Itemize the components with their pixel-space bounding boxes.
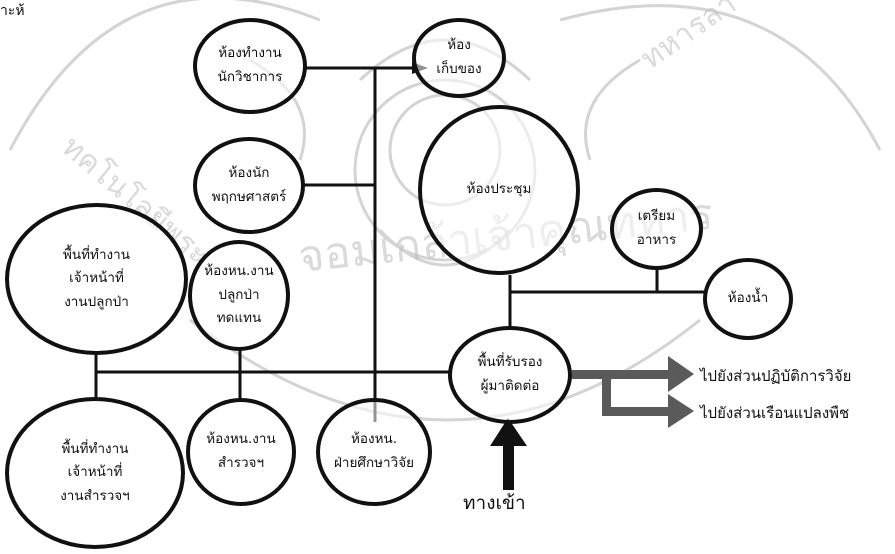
node-research-head: ห้องหน. ฝ่ายศึกษาวิจัย <box>316 398 432 506</box>
node-label: เตรียม อาหาร <box>636 208 677 248</box>
arrow-to-greenhouse-section <box>602 378 694 428</box>
top-left-text: าะห้ <box>0 3 25 19</box>
node-storage: ห้อง เก็บของ <box>412 18 506 98</box>
node-reception: พื้นที่รับรอง ผู้มาติดต่อ <box>448 326 572 424</box>
node-label: ห้องทำงาน นักวิชาการ <box>217 45 283 85</box>
label-to-research-section: ไปยังส่วนปฏิบัติการวิจัย <box>700 367 852 385</box>
arrow-to-research-section <box>572 356 694 392</box>
node-label: ห้องน้ำ <box>727 290 769 307</box>
node-restroom: ห้องน้ำ <box>703 258 793 340</box>
node-survey-head: ห้องหน.งาน สำรวจฯ <box>186 398 296 506</box>
node-food-prep: เตรียม อาหาร <box>610 188 703 270</box>
node-label: พื้นที่ทำงาน เจ้าหน้าที่ งานปลูกป่า <box>63 246 130 310</box>
node-reforest-staff: พื้นที่ทำงาน เจ้าหน้าที่ งานปลูกป่า <box>5 203 188 355</box>
arrow-entrance <box>490 418 527 490</box>
node-label: ห้องหน. ฝ่ายศึกษาวิจัย <box>333 431 415 471</box>
node-botanist-room: ห้องนัก พฤกษศาสตร์ <box>193 137 305 234</box>
node-reforest-head: ห้องหน.งาน ปลูกป่า ทดแทน <box>188 240 290 351</box>
node-researcher-office: ห้องทำงาน นักวิชาการ <box>193 18 307 114</box>
node-survey-staff: พื้นที่ทำงาน เจ้าหน้าที่ งานสำรวจฯ <box>5 397 185 549</box>
node-label: ห้อง เก็บของ <box>436 37 482 77</box>
node-label: ห้องหน.งาน ปลูกป่า ทดแทน <box>204 263 274 327</box>
node-label: ห้องประชุม <box>466 181 532 198</box>
node-meeting-room: ห้องประชุม <box>418 105 580 275</box>
node-label: พื้นที่ทำงาน เจ้าหน้าที่ งานสำรวจฯ <box>60 440 130 504</box>
node-label: พื้นที่รับรอง ผู้มาติดต่อ <box>477 354 543 394</box>
entrance-label: ทางเข้า <box>463 492 526 514</box>
node-label: ห้องหน.งาน สำรวจฯ <box>206 431 276 471</box>
node-label: ห้องนัก พฤกษศาสตร์ <box>211 164 287 205</box>
label-to-greenhouse-section: ไปยังส่วนเรือนแปลงพืช <box>700 404 850 422</box>
